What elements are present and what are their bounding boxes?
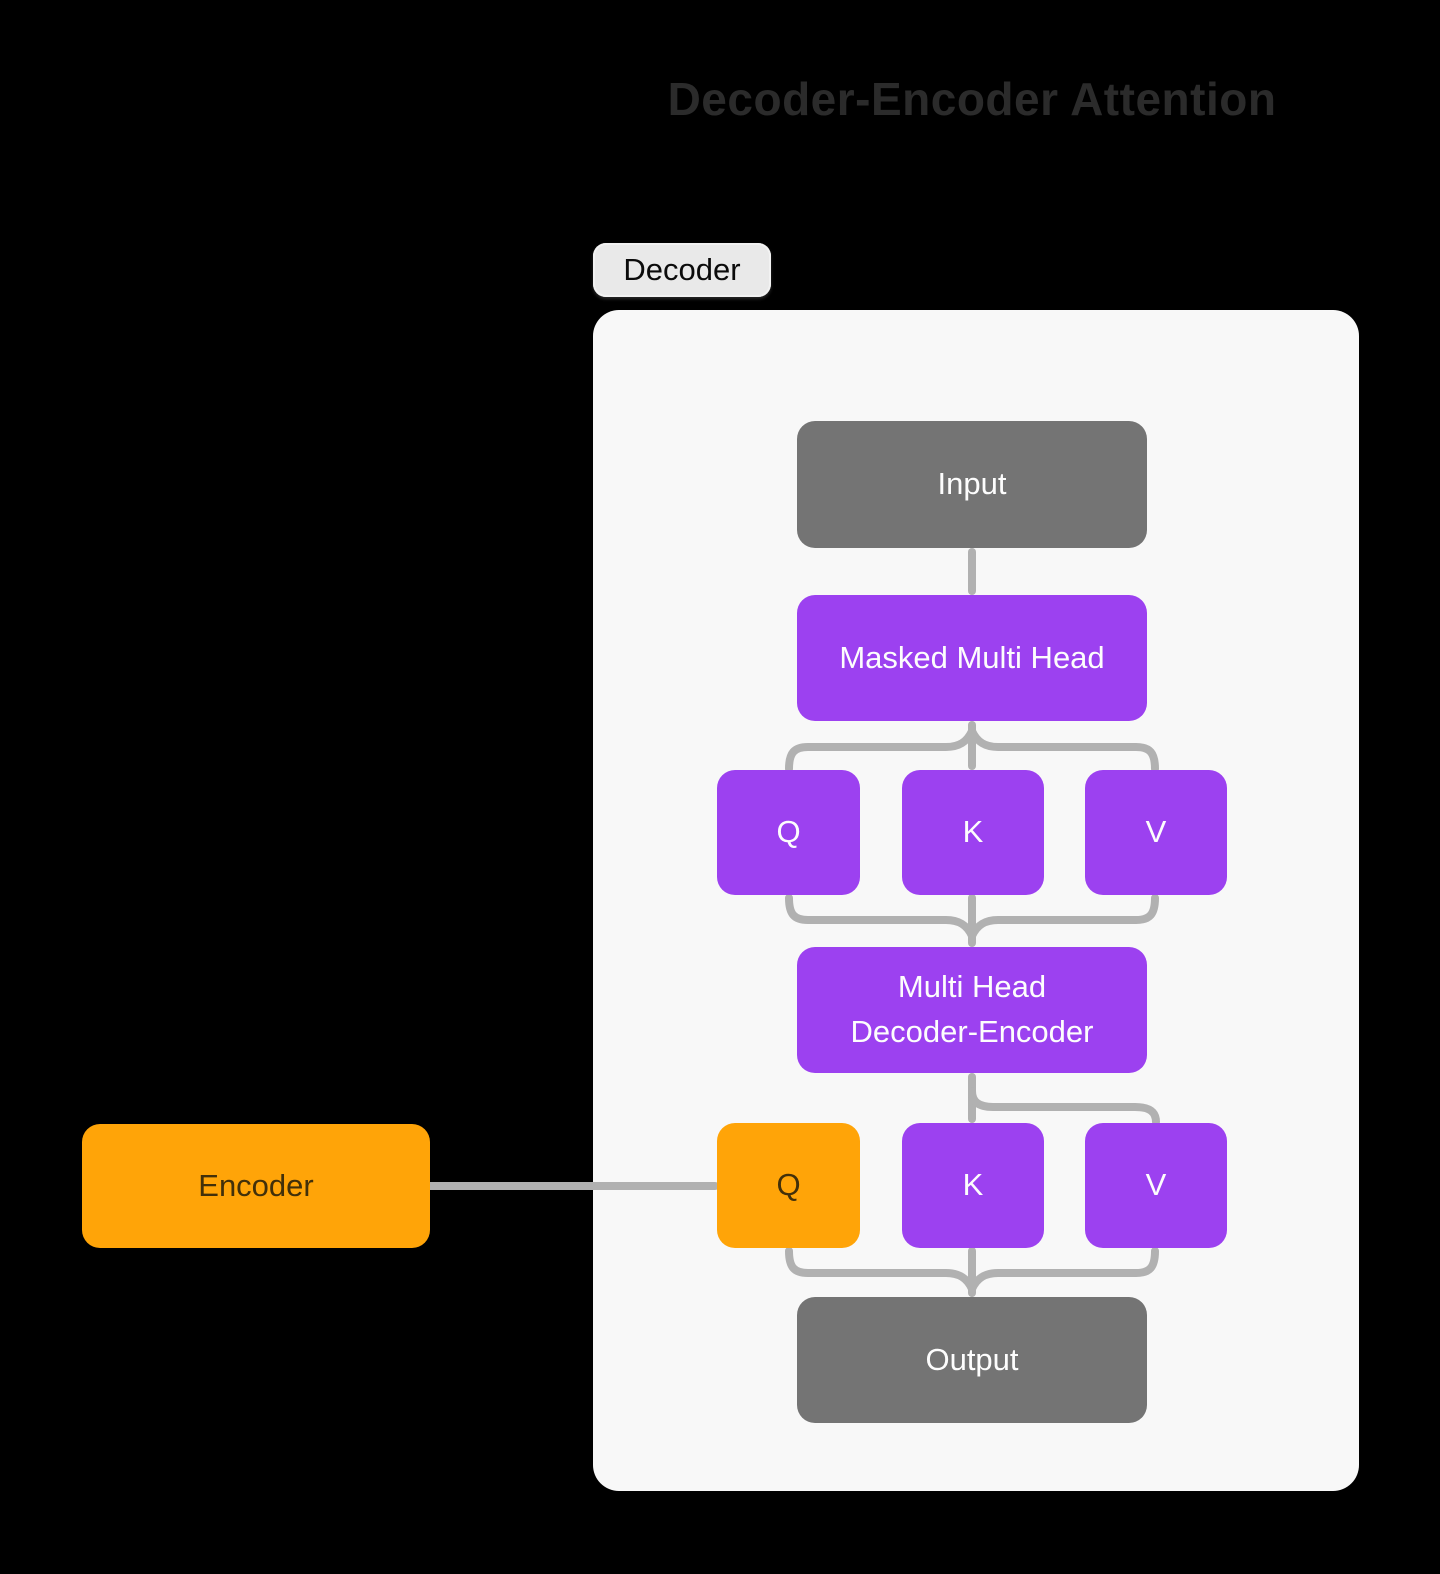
encoder-node: Encoder xyxy=(82,1124,430,1248)
multi-head-decoder-encoder-node: Multi Head Decoder-Encoder xyxy=(797,947,1147,1073)
k-label: K xyxy=(962,1167,984,1203)
v-label: V xyxy=(1145,814,1167,850)
multi-head-decoder-encoder-line1: Multi Head xyxy=(897,969,1047,1005)
decoder-tag: Decoder xyxy=(593,243,771,297)
masked-multi-head-label: Masked Multi Head xyxy=(839,639,1105,675)
input-node: Input xyxy=(797,421,1147,548)
q-label: Q xyxy=(776,814,801,850)
q-node-self-attention: Q xyxy=(717,770,860,895)
q-node-cross-attention: Q xyxy=(717,1123,860,1248)
output-node: Output xyxy=(797,1297,1147,1423)
v-node-self-attention: V xyxy=(1085,770,1227,895)
input-node-label: Input xyxy=(937,466,1007,502)
masked-multi-head-node: Masked Multi Head xyxy=(797,595,1147,721)
encoder-node-label: Encoder xyxy=(198,1167,314,1203)
multi-head-decoder-encoder-line2: Decoder-Encoder xyxy=(850,1014,1094,1049)
k-node-cross-attention: K xyxy=(902,1123,1044,1248)
k-label: K xyxy=(962,814,984,850)
v-node-cross-attention: V xyxy=(1085,1123,1227,1248)
diagram-title: Decoder-Encoder Attention xyxy=(667,73,1277,125)
decoder-tag-label: Decoder xyxy=(623,252,741,287)
v-label: V xyxy=(1145,1167,1167,1203)
q-label: Q xyxy=(776,1167,801,1203)
output-node-label: Output xyxy=(925,1341,1019,1377)
k-node-self-attention: K xyxy=(902,770,1044,895)
